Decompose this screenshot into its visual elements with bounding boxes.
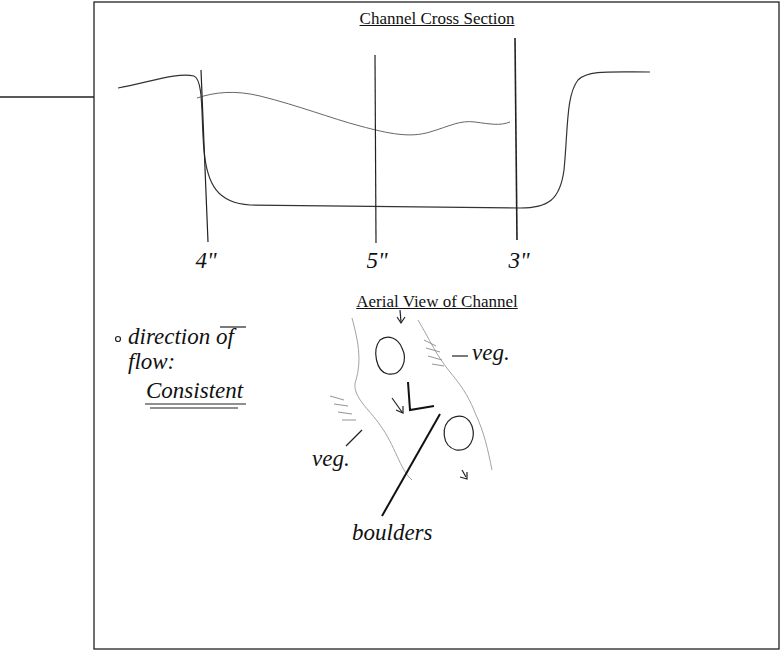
section-heading: Aerial View of Channel <box>356 293 518 312</box>
vegetation-label: veg. <box>472 340 510 365</box>
bank-line <box>352 318 412 480</box>
depth-value: 5" <box>366 248 387 273</box>
water-surface <box>197 92 510 135</box>
underline <box>150 407 238 408</box>
channel-stroke <box>382 414 440 516</box>
depth-line <box>515 38 517 240</box>
leader-line <box>346 430 362 446</box>
vegetation <box>330 340 444 420</box>
section-heading: Channel Cross Section <box>360 10 515 29</box>
bullet <box>116 337 121 342</box>
frame <box>94 2 779 649</box>
boulders-label: boulders <box>352 520 433 545</box>
flow-note: direction of flow: <box>128 324 240 375</box>
depth-line <box>201 70 208 242</box>
boulder <box>444 416 473 450</box>
channel-bed <box>118 72 650 208</box>
edge-rule <box>0 96 94 97</box>
boulder <box>376 337 404 374</box>
depth-line <box>375 55 376 243</box>
underline <box>145 403 246 404</box>
depth-value: 3" <box>508 248 529 273</box>
vegetation-label: veg. <box>312 446 350 471</box>
channel-stroke <box>408 382 434 410</box>
flow-arrow <box>392 310 467 479</box>
leader-line <box>452 355 468 356</box>
depth-value: 4" <box>195 248 216 273</box>
flow-note: Consistent <box>146 378 243 403</box>
